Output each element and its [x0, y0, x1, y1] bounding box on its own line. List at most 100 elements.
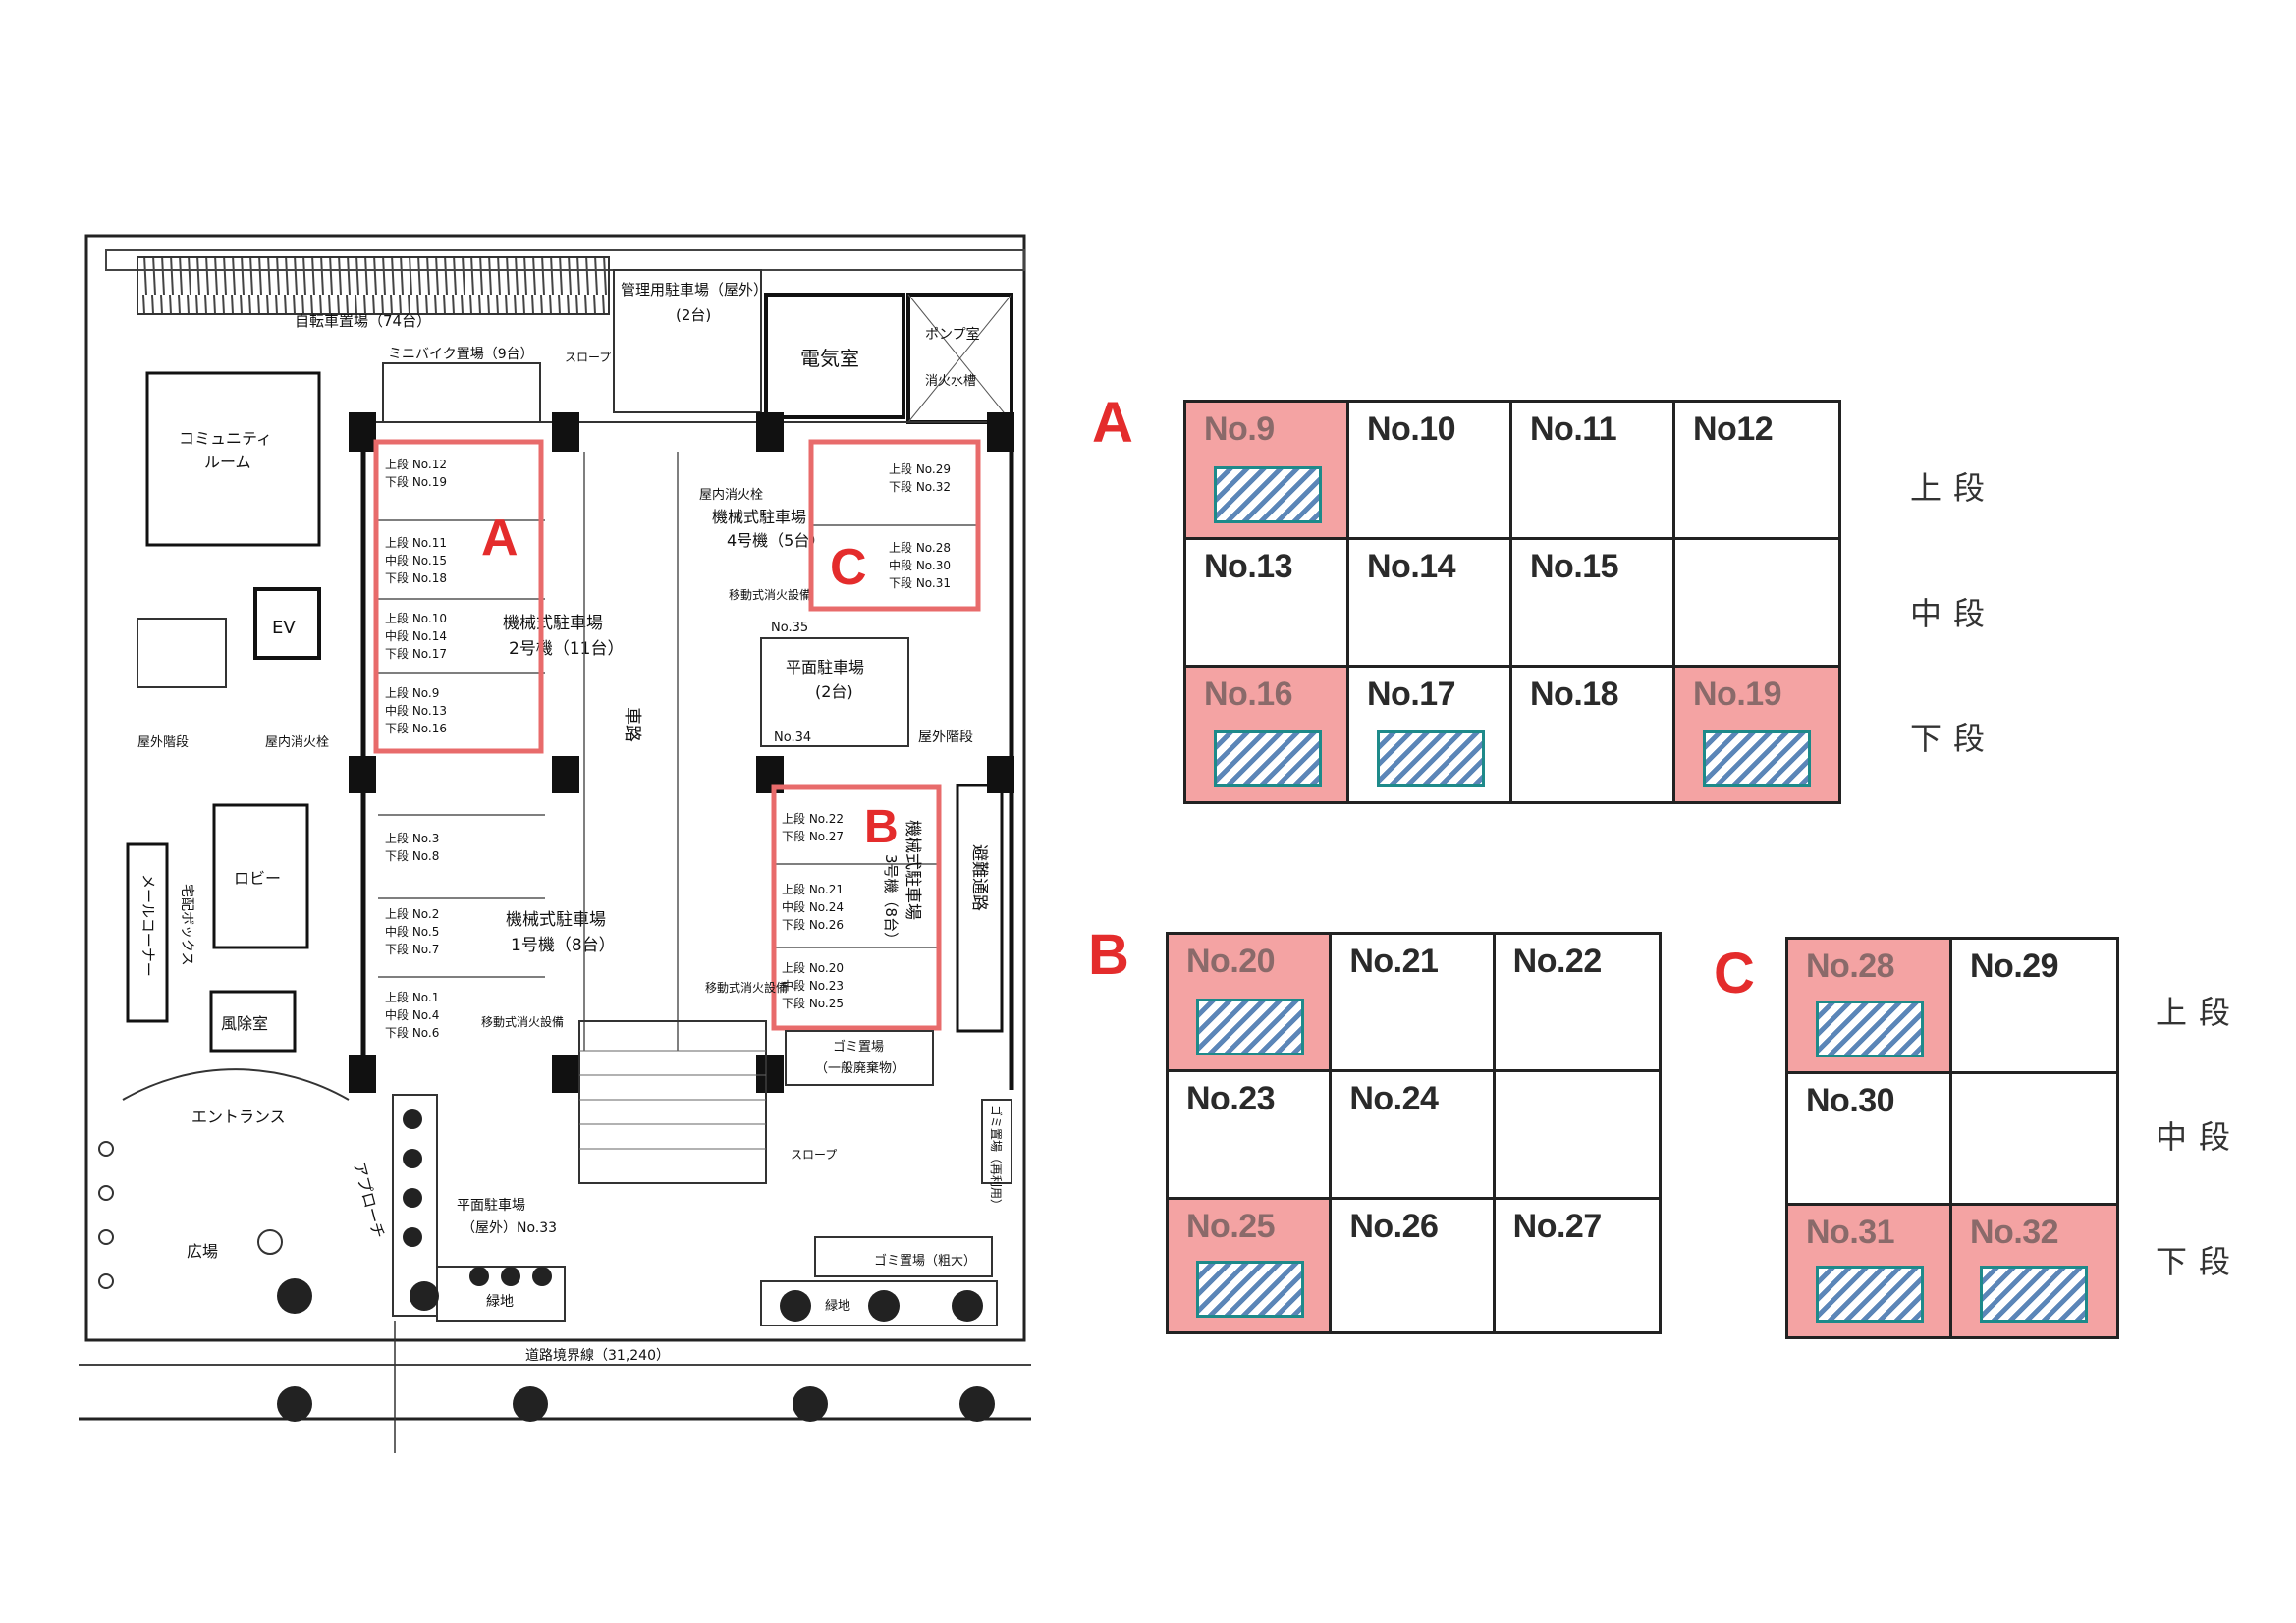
- parking-slot-number: No.22: [1512, 943, 1603, 980]
- parking-slot-number: No.15: [1530, 548, 1619, 585]
- svg-text:1号機（8台）: 1号機（8台）: [511, 936, 616, 955]
- bicycle-parking-area: [137, 256, 610, 315]
- zone-a-outline: [373, 439, 544, 754]
- parking-slot: No.29: [1952, 940, 2116, 1074]
- svg-text:屋外階段: 屋外階段: [137, 735, 189, 750]
- parking-slot-number: No.11: [1530, 410, 1617, 448]
- svg-text:(2台): (2台): [815, 682, 853, 701]
- svg-text:機械式駐車場: 機械式駐車場: [503, 614, 603, 633]
- svg-text:移動式消火設備: 移動式消火設備: [729, 587, 811, 602]
- parking-slot-number: No.20: [1186, 943, 1276, 980]
- parking-slot-number: No.32: [1970, 1214, 2059, 1251]
- slot-label-line: 下段 No.8: [385, 848, 439, 863]
- svg-text:屋外階段: 屋外階段: [918, 730, 973, 745]
- zone-c-tier-middle: 中段: [2156, 1118, 2243, 1156]
- parking-slot: No.13: [1186, 540, 1349, 668]
- slot-label-line: 上段 No.20: [782, 960, 844, 975]
- parking-slot: No.19: [1675, 668, 1838, 801]
- zone-c-outline: [808, 439, 981, 612]
- parking-slot-number: No.18: [1530, 676, 1619, 713]
- parking-slot: No.22: [1495, 935, 1659, 1072]
- parking-slot: No.14: [1349, 540, 1512, 668]
- hatched-vehicle-marker: [1196, 1261, 1304, 1318]
- parking-slot: [1675, 540, 1838, 668]
- svg-text:アプローチ: アプローチ: [350, 1160, 388, 1240]
- svg-text:コミュニティ: コミュニティ: [179, 429, 272, 448]
- svg-text:屋内消火栓: 屋内消火栓: [265, 734, 329, 750]
- zone-a-marker: A: [481, 510, 519, 567]
- zone-a-tier-lower: 下段: [1910, 720, 1997, 757]
- parking-slot-number: No.31: [1806, 1214, 1895, 1251]
- svg-text:移動式消火設備: 移動式消火設備: [705, 980, 788, 995]
- slot-label-line: 下段 No.16: [385, 721, 447, 735]
- zone-a-title: A: [1092, 391, 1133, 455]
- zone-a-tier-upper: 上段: [1910, 469, 1997, 507]
- slot-label-line: 下段 No.27: [782, 829, 844, 843]
- parking-slot: [1495, 1072, 1659, 1200]
- svg-text:スロープ: スロープ: [791, 1148, 837, 1162]
- zone-c-tier-upper: 上段: [2156, 994, 2243, 1031]
- parking-slot: No.10: [1349, 403, 1512, 540]
- slot-label-line: 上段 No.21: [782, 882, 844, 896]
- svg-text:ルーム: ルーム: [204, 453, 251, 471]
- slot-label-line: 上段 No.3: [385, 831, 439, 845]
- mech-parking-1: 機械式駐車場 1号機（8台） 移動式消火設備: [378, 814, 616, 1029]
- svg-text:宅配ボックス: 宅配ボックス: [179, 884, 194, 966]
- parking-slot: No.11: [1512, 403, 1675, 540]
- zone-a-tier-middle: 中段: [1910, 595, 1997, 632]
- hatched-vehicle-marker: [1816, 1266, 1924, 1323]
- parking-slot: No.27: [1495, 1200, 1659, 1331]
- zone-b-outline: [771, 784, 942, 1031]
- svg-text:屋内消火栓: 屋内消火栓: [699, 487, 763, 503]
- hatched-vehicle-marker: [1214, 730, 1322, 787]
- parking-slot-number: No.28: [1806, 947, 1895, 985]
- slot-label-line: 上段 No.11: [385, 535, 447, 550]
- parking-slot-number: No.10: [1367, 410, 1456, 448]
- parking-slot: No.32: [1952, 1206, 2116, 1336]
- parking-slot-number: No12: [1693, 410, 1774, 448]
- svg-text:機械式駐車場: 機械式駐車場: [506, 910, 606, 930]
- parking-slot: No.23: [1169, 1072, 1333, 1200]
- svg-text:3号機（8台）: 3号機（8台）: [882, 854, 900, 947]
- parking-slot-number: No.21: [1349, 943, 1439, 980]
- slot-label-line: 中段 No.30: [889, 558, 951, 572]
- svg-text:機械式駐車場: 機械式駐車場: [712, 508, 806, 526]
- parking-slot: No.24: [1332, 1072, 1496, 1200]
- parking-slot: No.25: [1169, 1200, 1333, 1331]
- parking-slot: No.28: [1788, 940, 1952, 1074]
- corridor-label: 車路: [622, 707, 642, 742]
- svg-text:緑地: 緑地: [825, 1299, 850, 1314]
- slot-label-line: 中段 No.24: [782, 899, 844, 914]
- bicycle-parking-label: 自転車置場（74台）: [295, 312, 431, 330]
- mgmt-parking-label: 管理用駐車場（屋外）: [621, 281, 768, 298]
- zone-c-tier-lower: 下段: [2156, 1243, 2243, 1280]
- parking-slot-number: No.29: [1970, 947, 2059, 985]
- slot-label-line: 下段 No.6: [385, 1025, 439, 1040]
- svg-text:ミニバイク置場（9台）: ミニバイク置場（9台）: [388, 347, 534, 362]
- electrical-room-label: 電気室: [800, 347, 859, 370]
- svg-text:（屋外）No.33: （屋外）No.33: [462, 1220, 557, 1236]
- floor-plan: 自転車置場（74台） 管理用駐車場（屋外） (2台) 電気室 ポンプ室 消火水槽…: [79, 234, 1031, 1453]
- parking-slot-number: No.30: [1806, 1082, 1895, 1119]
- slot-label-line: 下段 No.25: [782, 996, 844, 1010]
- slot-label-line: 中段 No.23: [782, 978, 844, 993]
- svg-text:2号機（11台）: 2号機（11台）: [509, 639, 624, 659]
- slot-label-line: 中段 No.13: [385, 703, 447, 718]
- parking-slot: No.15: [1512, 540, 1675, 668]
- parking-slot: [1952, 1074, 2116, 1206]
- parking-slot-number: No.19: [1693, 676, 1782, 713]
- svg-text:ゴミ置場: ゴミ置場: [833, 1039, 884, 1055]
- svg-text:道路境界線（31,240）: 道路境界線（31,240）: [525, 1348, 670, 1364]
- hatched-vehicle-marker: [1214, 466, 1322, 523]
- hatched-vehicle-marker: [1377, 730, 1485, 787]
- lobby-label: ロビー: [234, 869, 281, 888]
- parking-slot-number: No.14: [1367, 548, 1456, 585]
- slot-label-line: 上段 No.2: [385, 906, 439, 921]
- slot-label-line: 下段 No.7: [385, 942, 439, 956]
- parking-slot-number: No.25: [1186, 1208, 1276, 1245]
